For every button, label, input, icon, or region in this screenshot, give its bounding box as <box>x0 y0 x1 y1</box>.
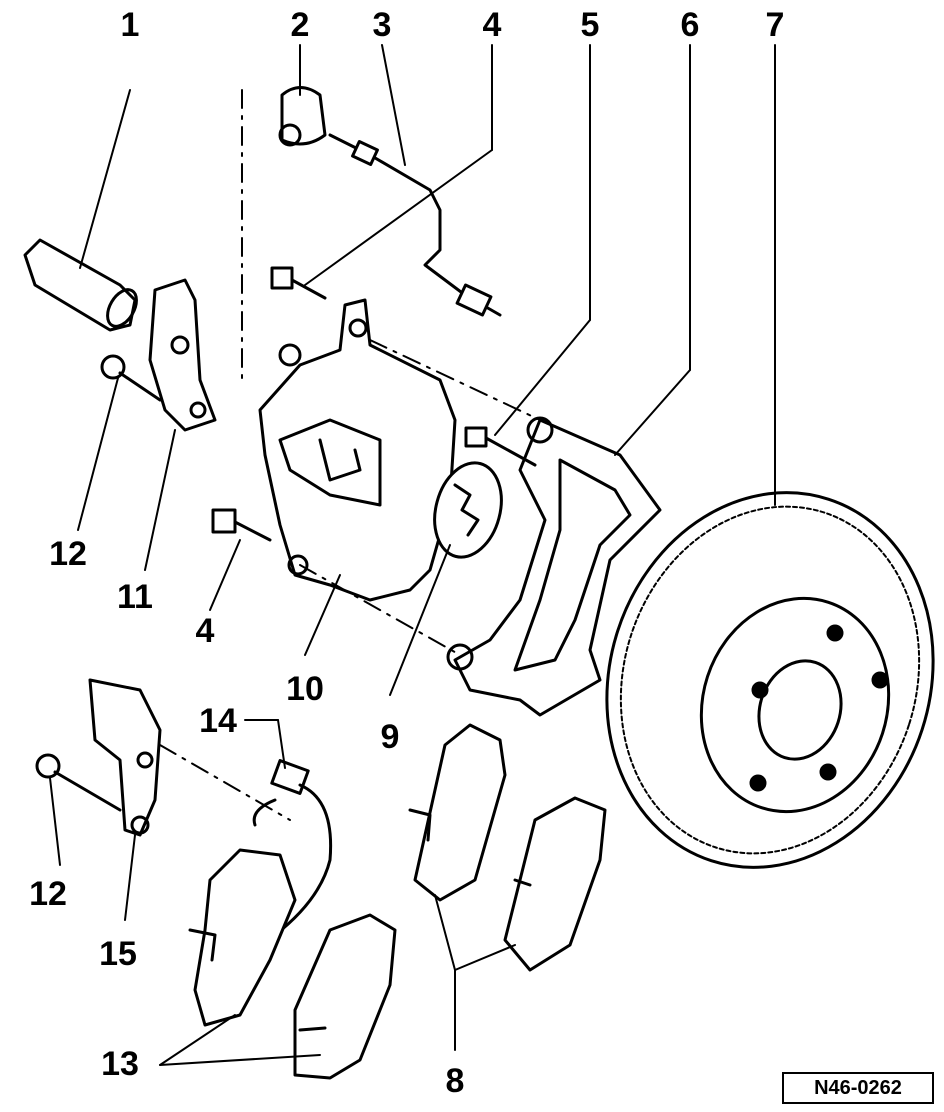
brake-line <box>330 135 500 315</box>
callout-11: 11 <box>117 578 153 616</box>
callout-4-upper: 4 <box>483 6 502 44</box>
callout-7: 7 <box>766 6 785 44</box>
callout-4-lower: 4 <box>196 612 215 650</box>
brake-disc <box>559 450 944 910</box>
guide-bolt <box>466 428 535 465</box>
brake-carrier <box>448 418 660 715</box>
bracket-lower <box>90 680 160 835</box>
bolt-lower <box>213 510 270 540</box>
brake-pad-8-b <box>505 798 605 970</box>
callout-2: 2 <box>291 6 310 44</box>
callout-12-lower: 12 <box>29 875 67 913</box>
bolt-upper <box>272 268 325 298</box>
small-bolt-lower <box>37 755 120 810</box>
dust-cap <box>25 240 142 331</box>
callout-3: 3 <box>373 6 392 44</box>
callout-9: 9 <box>381 718 400 756</box>
cable-clip <box>280 88 325 146</box>
callout-8: 8 <box>446 1062 465 1100</box>
spring-clip <box>425 455 512 564</box>
callout-labels: 1 2 3 4 5 6 7 4 8 9 10 11 12 12 13 14 15 <box>29 6 784 1100</box>
callout-6: 6 <box>681 6 700 44</box>
bracket-upper <box>150 280 215 430</box>
wear-sensor <box>254 761 330 935</box>
brake-pad-13-b <box>295 915 395 1078</box>
callout-15: 15 <box>99 935 137 973</box>
brake-pad-13-a <box>190 850 295 1025</box>
leader-lines <box>49 44 776 1066</box>
callout-14: 14 <box>199 702 237 740</box>
callout-5: 5 <box>581 6 600 44</box>
callout-10: 10 <box>286 670 324 708</box>
assembly-axis <box>159 89 541 821</box>
callout-13: 13 <box>101 1045 139 1083</box>
brake-caliper <box>260 300 455 600</box>
brake-pad-8-a <box>410 725 505 900</box>
callout-12-upper: 12 <box>49 535 87 573</box>
reference-code: N46-0262 <box>782 1072 934 1104</box>
small-bolt-upper <box>102 356 160 400</box>
callout-1: 1 <box>121 6 140 44</box>
